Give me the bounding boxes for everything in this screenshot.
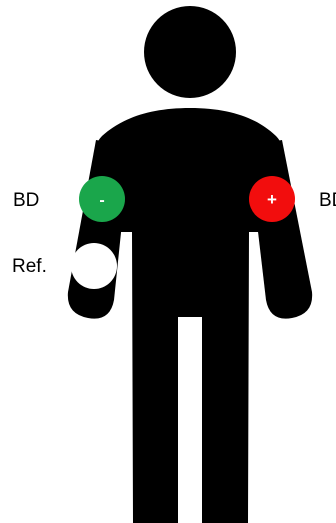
left-electrode-label: BD <box>13 191 39 210</box>
reference-electrode-label: Ref. <box>12 257 47 276</box>
figure-head <box>144 6 236 98</box>
positive-electrode-sign: + <box>267 190 277 209</box>
negative-electrode: - <box>79 176 125 222</box>
figure-left-arm <box>68 140 130 319</box>
positive-electrode: + <box>249 176 295 222</box>
reference-electrode <box>71 243 117 289</box>
negative-electrode-sign: - <box>99 192 104 209</box>
right-electrode-label: BD <box>319 191 336 210</box>
